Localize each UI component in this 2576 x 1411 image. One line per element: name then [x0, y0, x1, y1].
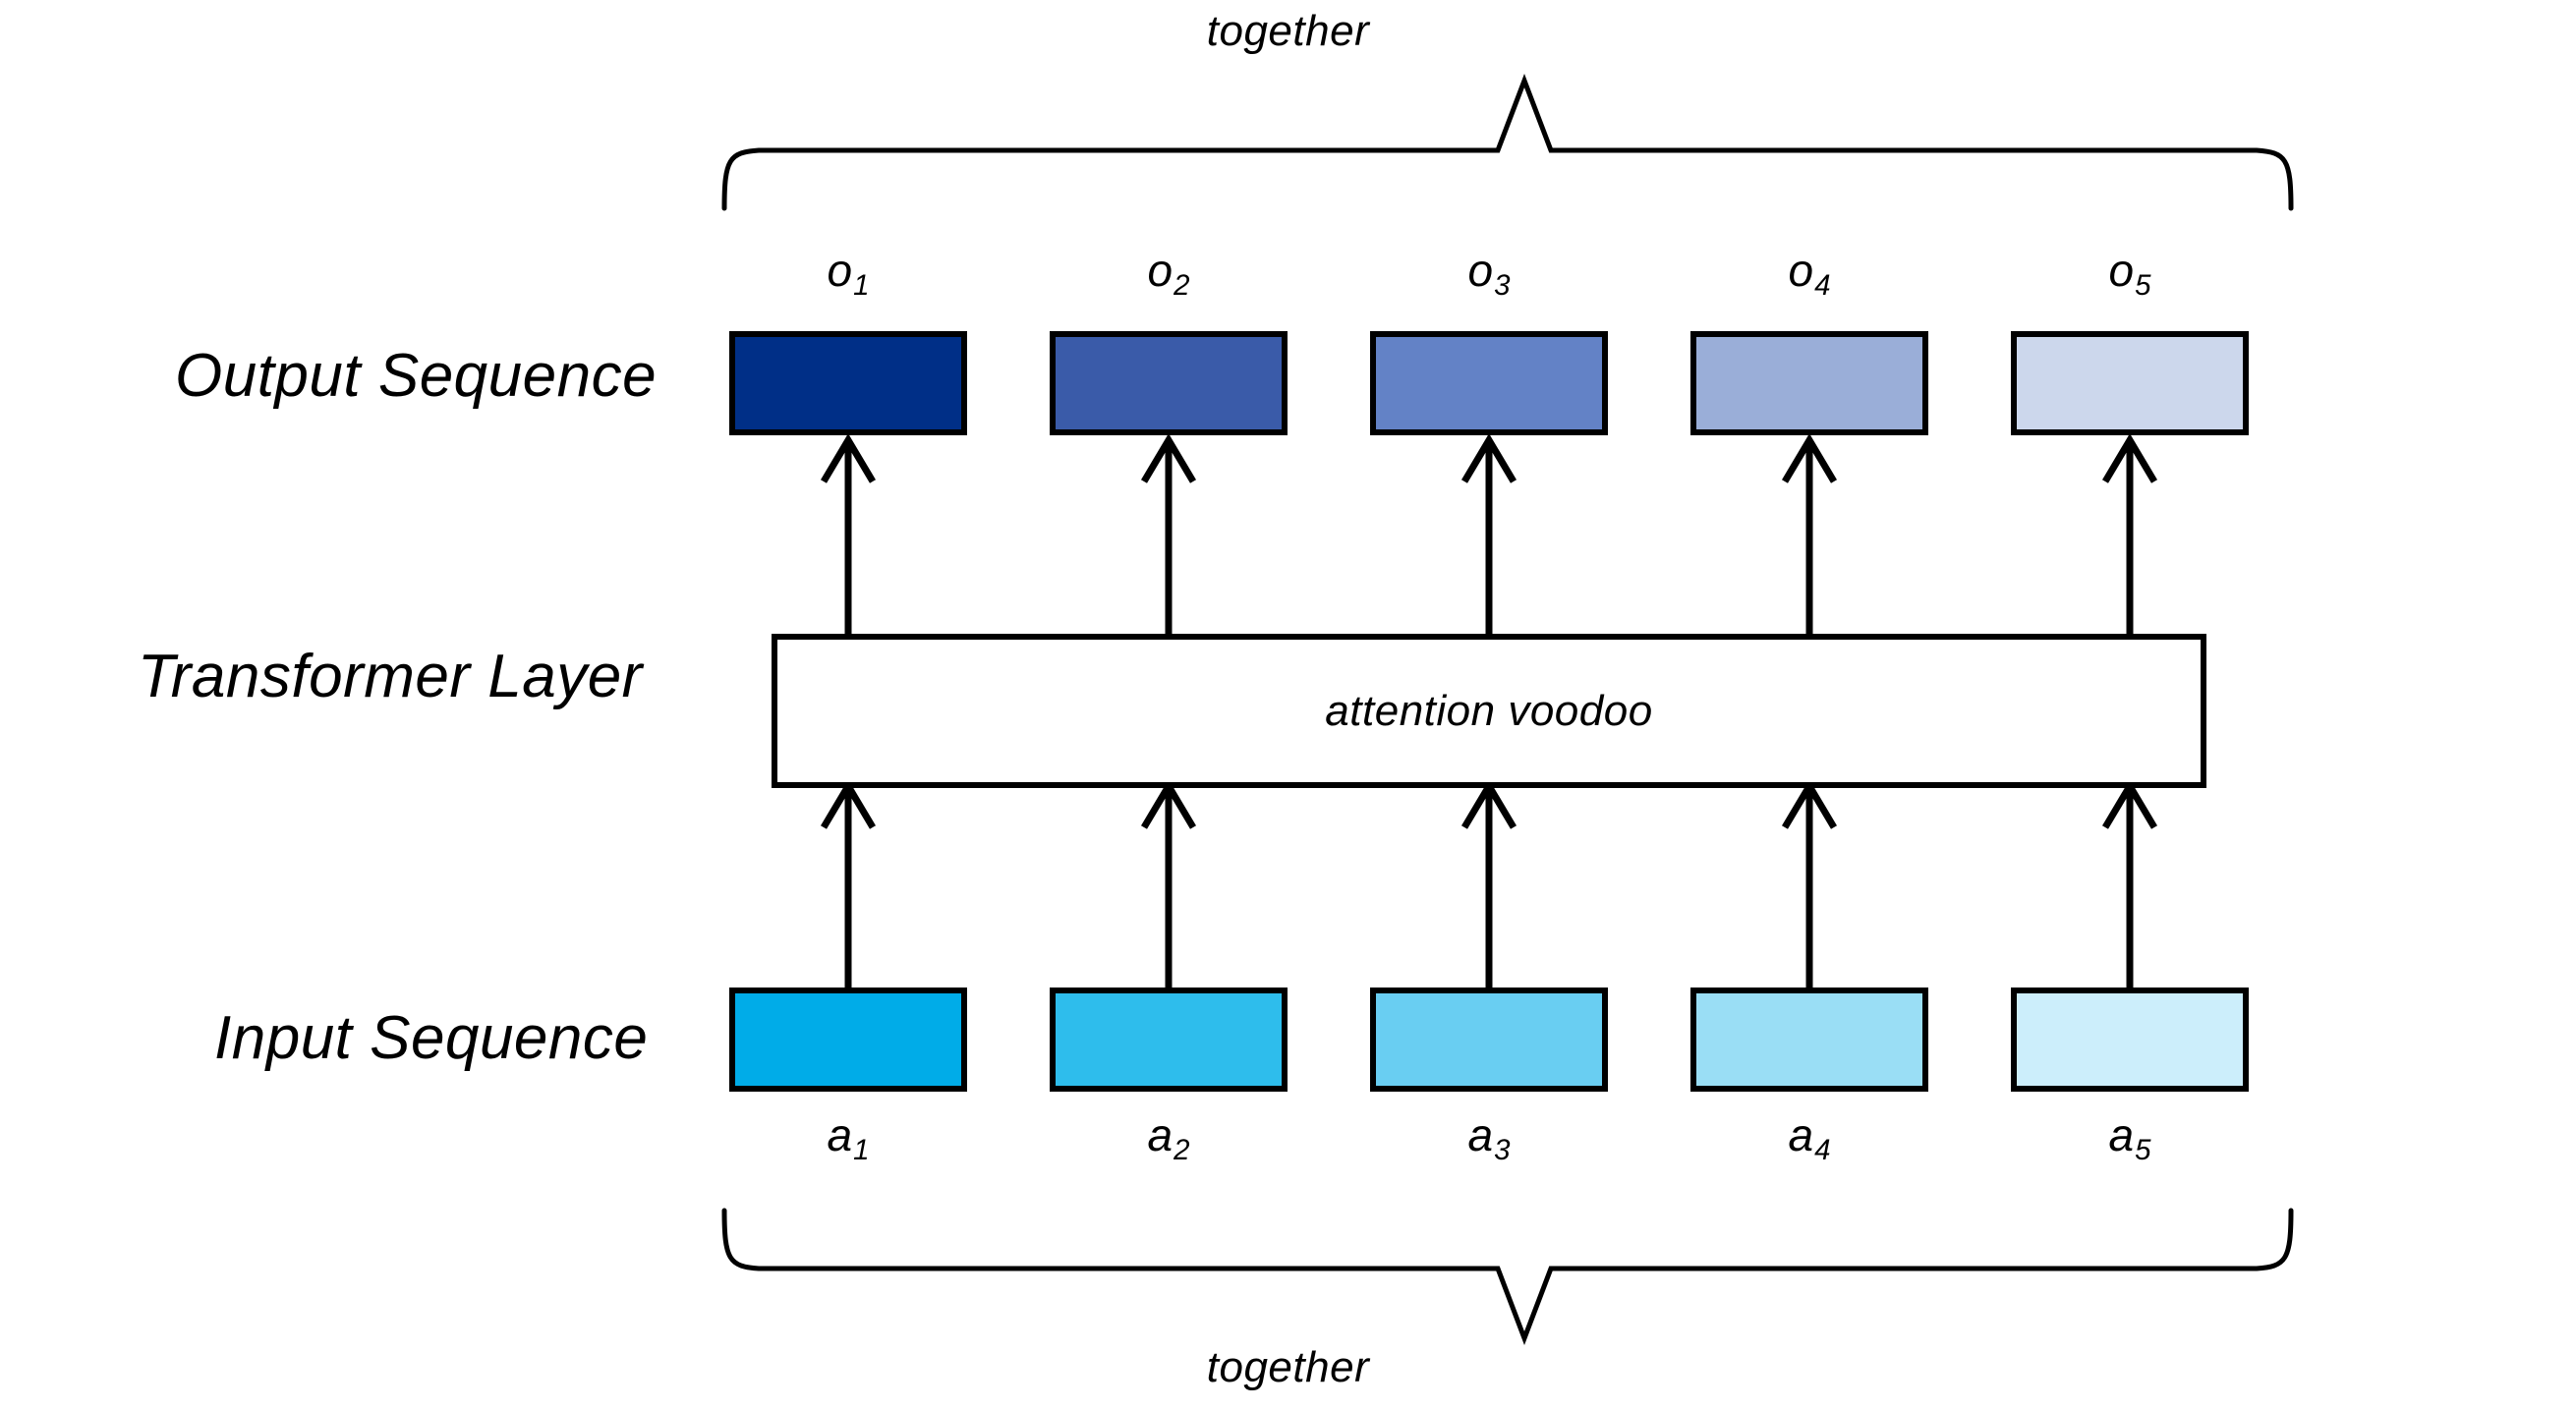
attention-voodoo-text: attention voodoo: [1325, 686, 1653, 735]
transformer-layer-box[interactable]: attention voodoo: [772, 634, 2206, 788]
output-token-base-3: o: [1467, 245, 1494, 296]
input-token-label-5: a5: [2011, 1112, 2249, 1165]
input-token-base-4: a: [1788, 1109, 1814, 1160]
input-box-4[interactable]: [1690, 988, 1928, 1092]
output-token-label-1: o1: [729, 248, 967, 301]
output-token-label-3: o3: [1370, 248, 1608, 301]
input-box-2[interactable]: [1050, 988, 1288, 1092]
bottom-brace-caption: together: [1206, 1343, 1370, 1391]
output-box-1[interactable]: [729, 331, 967, 435]
output-token-sub-5: 5: [2135, 269, 2151, 303]
output-token-sub-2: 2: [1174, 269, 1190, 303]
input-token-base-1: a: [827, 1109, 853, 1160]
input-token-base-3: a: [1467, 1109, 1494, 1160]
output-token-sub-3: 3: [1494, 269, 1511, 303]
input-token-sub-3: 3: [1494, 1134, 1511, 1167]
input-token-sub-1: 1: [853, 1134, 870, 1167]
input-box-5[interactable]: [2011, 988, 2249, 1092]
input-token-sub-5: 5: [2135, 1134, 2151, 1167]
output-token-base-1: o: [827, 245, 853, 296]
input-sequence-row-label: Input Sequence: [214, 1004, 649, 1072]
output-box-3[interactable]: [1370, 331, 1608, 435]
bottom-brace: [721, 1208, 2294, 1346]
input-token-label-3: a3: [1370, 1112, 1608, 1165]
output-box-5[interactable]: [2011, 331, 2249, 435]
transformer-layer-row-label: Transformer Layer: [138, 643, 643, 710]
output-token-sub-4: 4: [1814, 269, 1831, 303]
input-token-label-1: a1: [729, 1112, 967, 1165]
output-token-label-2: o2: [1050, 248, 1288, 301]
input-token-sub-4: 4: [1814, 1134, 1831, 1167]
top-brace: [721, 73, 2294, 211]
output-token-label-4: o4: [1690, 248, 1928, 301]
output-sequence-row-label: Output Sequence: [175, 342, 658, 410]
input-token-label-4: a4: [1690, 1112, 1928, 1165]
input-token-base-5: a: [2108, 1109, 2135, 1160]
input-box-3[interactable]: [1370, 988, 1608, 1092]
output-token-base-5: o: [2108, 245, 2135, 296]
output-token-base-4: o: [1788, 245, 1814, 296]
input-token-sub-2: 2: [1174, 1134, 1190, 1167]
output-box-4[interactable]: [1690, 331, 1928, 435]
input-box-1[interactable]: [729, 988, 967, 1092]
output-token-sub-1: 1: [853, 269, 870, 303]
input-token-label-2: a2: [1050, 1112, 1288, 1165]
arrows-layer-to-output: [820, 433, 2158, 634]
arrows-input-to-layer: [820, 779, 2158, 988]
output-token-base-2: o: [1147, 245, 1174, 296]
input-token-base-2: a: [1147, 1109, 1174, 1160]
output-box-2[interactable]: [1050, 331, 1288, 435]
output-token-label-5: o5: [2011, 248, 2249, 301]
top-brace-caption: together: [1206, 7, 1370, 55]
